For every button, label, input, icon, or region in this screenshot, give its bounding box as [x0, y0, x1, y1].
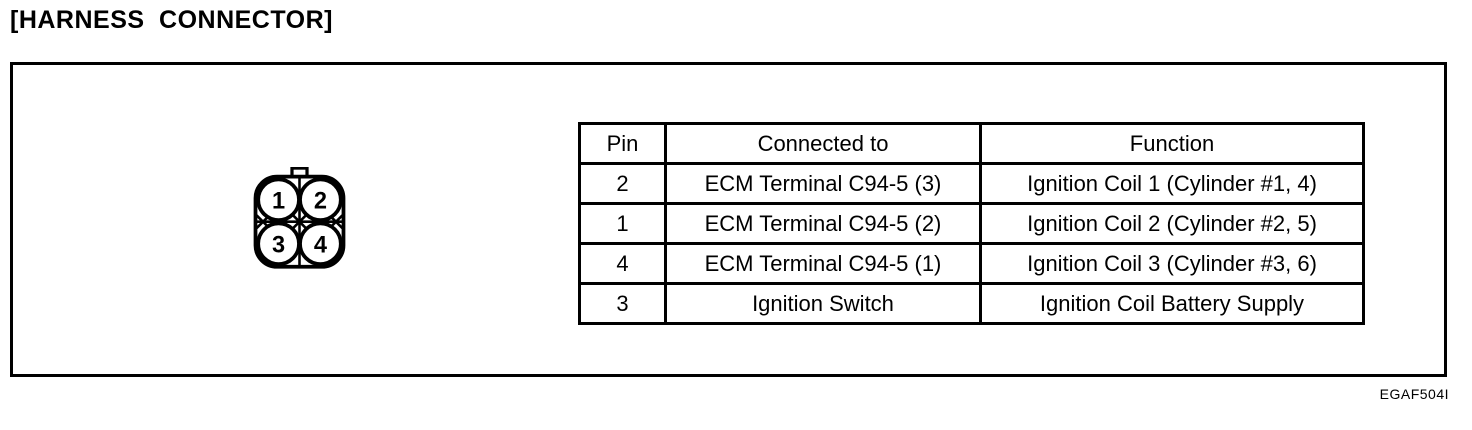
column-header-function: Function: [979, 122, 1365, 165]
connected-to-cell: ECM Terminal C94-5 (3): [664, 162, 982, 205]
harness-connector-diagram: 1 2 3 4: [253, 167, 346, 269]
pin-circle-2: [298, 177, 343, 222]
table-row: 3 Ignition Switch Ignition Coil Battery …: [578, 282, 1365, 325]
table-row: 4 ECM Terminal C94-5 (1) Ignition Coil 3…: [578, 242, 1365, 285]
connected-to-cell: Ignition Switch: [664, 282, 982, 325]
pin-cell: 4: [578, 242, 667, 285]
pin-function-table: Pin Connected to Function 2 ECM Terminal…: [578, 122, 1365, 325]
pin-cell: 2: [578, 162, 667, 205]
pin-number-3: 3: [272, 232, 285, 258]
pin-circle-4: [298, 221, 343, 266]
pin-number-1: 1: [272, 188, 285, 214]
table-row: 2 ECM Terminal C94-5 (3) Ignition Coil 1…: [578, 162, 1365, 205]
pin-number-2: 2: [314, 188, 327, 214]
figure-code: EGAF504I: [1379, 386, 1449, 402]
table-header-row: Pin Connected to Function: [578, 122, 1365, 165]
page-title: [HARNESS CONNECTOR]: [10, 6, 333, 34]
figure-frame: 1 2 3 4 Pin Connected to Function 2 ECM …: [10, 62, 1447, 377]
function-cell: Ignition Coil Battery Supply: [979, 282, 1365, 325]
column-header-connected-to: Connected to: [664, 122, 982, 165]
connected-to-cell: ECM Terminal C94-5 (1): [664, 242, 982, 285]
function-cell: Ignition Coil 3 (Cylinder #3, 6): [979, 242, 1365, 285]
pin-cell: 1: [578, 202, 667, 245]
function-cell: Ignition Coil 2 (Cylinder #2, 5): [979, 202, 1365, 245]
pin-number-4: 4: [314, 232, 327, 258]
column-header-pin: Pin: [578, 122, 667, 165]
table-row: 1 ECM Terminal C94-5 (2) Ignition Coil 2…: [578, 202, 1365, 245]
connected-to-cell: ECM Terminal C94-5 (2): [664, 202, 982, 245]
pin-cell: 3: [578, 282, 667, 325]
function-cell: Ignition Coil 1 (Cylinder #1, 4): [979, 162, 1365, 205]
